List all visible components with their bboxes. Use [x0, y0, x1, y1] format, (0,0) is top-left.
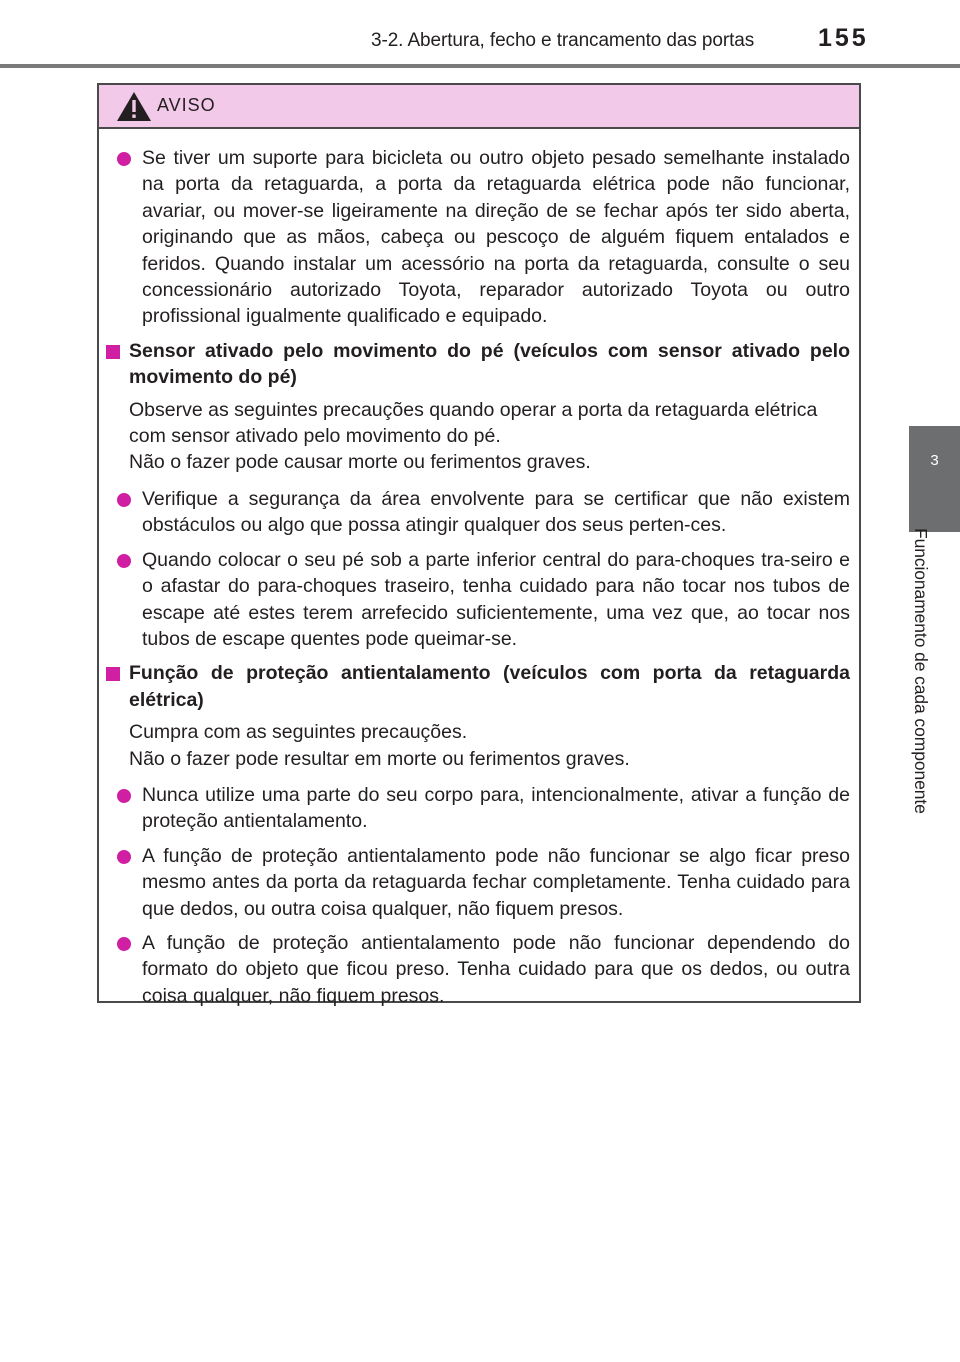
intro-line: Cumpra com as seguintes precauções.	[129, 721, 468, 744]
warning-bullet: Se tiver um suporte para bicicleta ou ou…	[114, 145, 850, 330]
bullet-dot-icon	[117, 152, 131, 166]
warning-title: AVISO	[157, 95, 216, 115]
bullet-dot-icon	[117, 553, 131, 568]
warning-bullet: A função de proteção antientalamento pod…	[114, 930, 850, 1009]
chapter-tab: 3	[909, 426, 960, 532]
bullet-text: Quando colocar o seu pé sob a parte infe…	[142, 548, 850, 650]
bullet-text: Nunca utilize uma parte do seu corpo par…	[142, 783, 850, 833]
bullet-dot-icon	[117, 849, 131, 864]
chapter-number: 3	[930, 452, 939, 469]
section-heading: Função de proteção antientalamento (veíc…	[104, 660, 850, 713]
warning-box: AVISO Se tiver um suporte para bicicleta…	[97, 83, 861, 1007]
warning-triangle-icon	[117, 92, 151, 121]
warning-bullet: Nunca utilize uma parte do seu corpo par…	[114, 782, 850, 835]
page-number: 155	[818, 24, 869, 52]
bullet-text: Se tiver um suporte para bicicleta ou ou…	[142, 147, 850, 328]
section-intro: Cumpra com as seguintes precauções. Não …	[129, 719, 843, 772]
bullet-dot-icon	[117, 788, 131, 803]
section-heading-text: Função de proteção antientalamento (veíc…	[129, 662, 850, 711]
section-heading: Sensor ativado pelo movimento do pé (veí…	[104, 338, 850, 391]
square-bullet-icon	[106, 344, 120, 359]
bullet-text: Verifique a segurança da área envolvente…	[142, 487, 850, 537]
bullet-text: A função de proteção antientalamento pod…	[142, 844, 850, 920]
chapter-title: Funcionamento de cada componente	[911, 528, 931, 814]
warning-bullet: A função de proteção antientalamento pod…	[114, 843, 850, 922]
section-heading-text: Sensor ativado pelo movimento do pé (veí…	[129, 339, 850, 389]
warning-content: Se tiver um suporte para bicicleta ou ou…	[99, 145, 857, 1017]
intro-line: Observe as seguintes precauções quando o…	[129, 398, 818, 448]
bullet-dot-icon	[117, 492, 131, 507]
warning-bullet: Quando colocar o seu pé sob a parte infe…	[114, 547, 850, 653]
warning-bullet: Verifique a segurança da área envolvente…	[114, 486, 850, 539]
warning-header: AVISO	[99, 85, 859, 129]
header-divider	[0, 64, 960, 68]
intro-line: Não o fazer pode resultar em morte ou fe…	[129, 747, 630, 770]
section-intro: Observe as seguintes precauções quando o…	[129, 397, 843, 476]
intro-line: Não o fazer pode causar morte ou ferimen…	[129, 451, 591, 474]
section-title: 3-2. Abertura, fecho e trancamento das p…	[371, 30, 755, 51]
bullet-text: A função de proteção antientalamento pod…	[142, 931, 850, 1007]
bullet-dot-icon	[117, 936, 131, 951]
square-bullet-icon	[106, 667, 120, 682]
